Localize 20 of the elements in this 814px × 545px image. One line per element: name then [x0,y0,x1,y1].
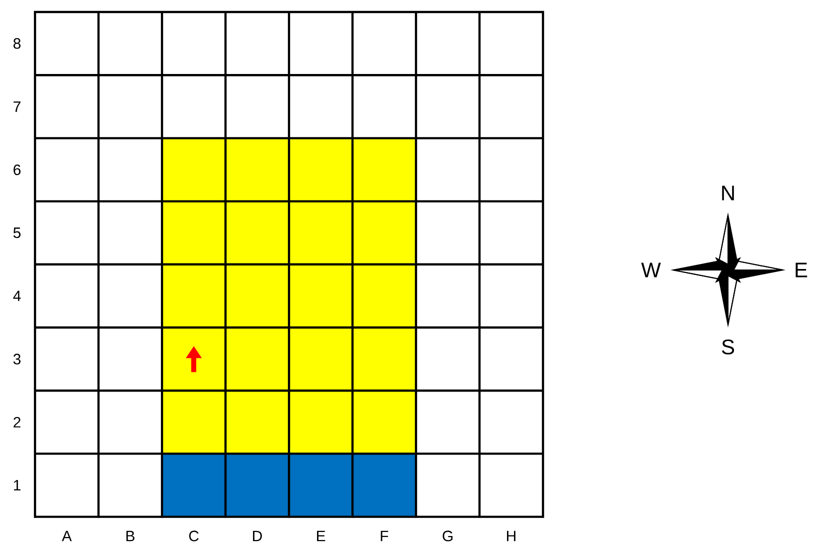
column-letter: E [317,530,326,542]
row-number: 1 [14,480,20,490]
row-number: 8 [14,38,21,49]
column-letter: D [253,530,262,542]
column-letter: C [189,530,199,542]
column-letter: F [380,530,388,542]
column-letter: A [62,530,72,542]
row-number: 6 [14,164,21,176]
row-number: 7 [14,102,20,112]
compass-letter: N [722,186,734,200]
row-number: 5 [13,228,21,238]
row-number: 3 [13,354,21,364]
row-number: 2 [14,416,20,428]
column-letter: B [126,530,134,542]
column-letter: H [507,530,516,542]
row-number: 4 [13,290,21,302]
compass-letter: S [722,340,734,354]
compass-letter: W [641,262,661,278]
column-letter: G [442,530,452,542]
compass-letter: E [796,262,808,278]
